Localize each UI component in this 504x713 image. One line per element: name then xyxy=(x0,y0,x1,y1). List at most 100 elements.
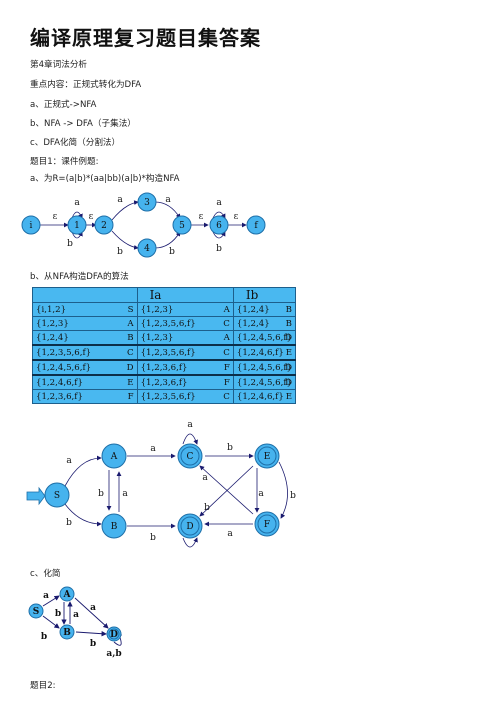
svg-text:b: b xyxy=(98,489,104,499)
state-name: E xyxy=(285,347,292,358)
step-c: c、DFA化简（分割法） xyxy=(30,138,121,148)
state-name: F xyxy=(223,362,230,373)
table-header-row: Ia Ib xyxy=(32,287,297,303)
dfa-state-S xyxy=(44,482,70,508)
set-value: {1,2,4} xyxy=(236,304,270,315)
set-value: {1,2,3,6,f} xyxy=(140,377,188,388)
header-ib: Ib xyxy=(232,287,297,303)
edge-a: a xyxy=(117,195,123,205)
set-value: {1,2,4,6,f} xyxy=(236,347,284,358)
nfa-label-1: 1 xyxy=(74,221,80,231)
set-value: {1,2,4,5,6,f} xyxy=(236,332,292,343)
table-row: {1,2,3} A{1,2,3,5,6,f} C{1,2,4} B xyxy=(32,316,297,331)
edge-a: a xyxy=(74,198,80,208)
cell-ib: {1,2,4} B xyxy=(232,302,297,317)
svg-text:b: b xyxy=(41,632,47,642)
state-name: S xyxy=(127,304,134,315)
set-value: {1,2,3,5,6,f} xyxy=(140,391,196,402)
start-arrow-icon xyxy=(26,486,46,506)
nfa-label-3: 3 xyxy=(144,198,150,208)
page-title: 编译原理复习题目集答案 xyxy=(30,26,261,50)
nfa-label-f: f xyxy=(254,221,258,231)
header-ia: Ia xyxy=(136,287,234,303)
cell-set: {1,2,3} A xyxy=(32,316,138,331)
cell-set: {1,2,3,6,f} F xyxy=(32,389,138,404)
cell-set: {1,2,4} B xyxy=(32,330,138,346)
state-name: D xyxy=(285,332,292,343)
state-name: A xyxy=(223,304,230,315)
state-name: A xyxy=(127,318,134,329)
min-label-D: D xyxy=(110,630,118,640)
state-name: F xyxy=(223,377,230,388)
svg-text:a: a xyxy=(122,489,128,499)
dfa-label-F: F xyxy=(264,520,270,530)
cell-ib: {1,2,4,5,6,f} D xyxy=(232,359,297,376)
edge-eps: ε xyxy=(199,212,204,222)
edge-eps: ε xyxy=(53,212,58,222)
dfa-state-B xyxy=(101,513,127,539)
step-a: a、正规式->NFA xyxy=(30,100,97,110)
cell-ib: {1,2,4} B xyxy=(232,316,297,331)
set-value: {1,2,4,5,6,f} xyxy=(36,362,92,373)
nfa-label-2: 2 xyxy=(101,221,107,231)
dfa-state-A xyxy=(101,443,127,469)
edge-b: b xyxy=(117,247,123,257)
set-value: {1,2,4} xyxy=(36,332,69,343)
chapter-heading: 第4章词法分析 xyxy=(30,60,88,70)
min-label-S: S xyxy=(33,607,40,617)
cell-ib: {1,2,4,5,6,f} D xyxy=(232,374,297,390)
min-state-B xyxy=(59,624,75,640)
set-value: {1,2,4,6,f} xyxy=(236,391,284,402)
dfa-label-D: D xyxy=(186,522,193,532)
state-name: C xyxy=(126,347,134,358)
cell-ia: {1,2,3} A xyxy=(136,330,234,346)
nfa-state-f xyxy=(246,215,266,235)
table-row: {1,2,4} B{1,2,3} A{1,2,4,5,6,f} D xyxy=(32,330,297,346)
svg-text:a: a xyxy=(150,444,156,454)
nfa-label-6: 6 xyxy=(216,221,222,231)
edge-eps: ε xyxy=(234,212,239,222)
edge-a: a xyxy=(165,195,171,205)
set-value: {1,2,3,5,6,f} xyxy=(36,347,92,358)
svg-text:b: b xyxy=(290,491,296,501)
edge-b: b xyxy=(216,244,222,254)
nfa-state-1 xyxy=(67,215,87,235)
dfa-state-D xyxy=(177,513,203,539)
svg-text:a: a xyxy=(90,603,96,613)
svg-text:a: a xyxy=(227,529,233,539)
set-value: {1,2,3,6,f} xyxy=(36,391,83,402)
state-name: B xyxy=(285,304,292,315)
set-value: {1,2,3,6,f} xyxy=(140,362,188,373)
cell-set: {1,2,4,6,f} E xyxy=(32,374,138,390)
svg-text:b: b xyxy=(227,443,233,453)
min-state-A xyxy=(59,586,75,602)
svg-text:a: a xyxy=(202,473,208,483)
state-name: E xyxy=(127,377,134,388)
svg-text:b: b xyxy=(66,518,72,528)
set-value: {1,2,4} xyxy=(236,318,270,329)
state-name: C xyxy=(223,347,230,358)
nfa-label-4: 4 xyxy=(144,244,150,254)
set-value: {1,2,4,5,6,f} xyxy=(236,362,292,373)
dfa-state-F xyxy=(254,511,280,537)
svg-text:b: b xyxy=(204,503,210,513)
dfa-state-C xyxy=(177,443,203,469)
dfa-label-A: A xyxy=(110,452,118,462)
cell-ib: {1,2,4,6,f} E xyxy=(232,344,297,361)
cell-set: {1,2,4,5,6,f} D xyxy=(32,359,138,376)
state-name: B xyxy=(285,318,292,329)
table-row: {1,2,4,5,6,f} D{1,2,3,6,f} F{1,2,4,5,6,f… xyxy=(32,359,297,376)
cell-ia: {1,2,3,6,f} F xyxy=(136,374,234,390)
question-1-b: b、从NFA构造DFA的算法 xyxy=(30,272,129,282)
edge-b: b xyxy=(67,239,73,249)
edge-eps: ε xyxy=(89,212,94,222)
svg-text:b: b xyxy=(150,533,156,543)
svg-text:a: a xyxy=(73,610,79,620)
table-row: {i,1,2} S{1,2,3} A{1,2,4} B xyxy=(32,302,297,317)
set-value: {1,2,3} xyxy=(36,318,69,329)
question-1: 题目1：课件例题: xyxy=(30,157,99,167)
min-state-S xyxy=(28,603,44,619)
cell-ib: {1,2,4,6,f} E xyxy=(232,389,297,404)
cell-ia: {1,2,3,5,6,f} C xyxy=(136,316,234,331)
step-b: b、NFA -> DFA（子集法） xyxy=(30,119,136,129)
